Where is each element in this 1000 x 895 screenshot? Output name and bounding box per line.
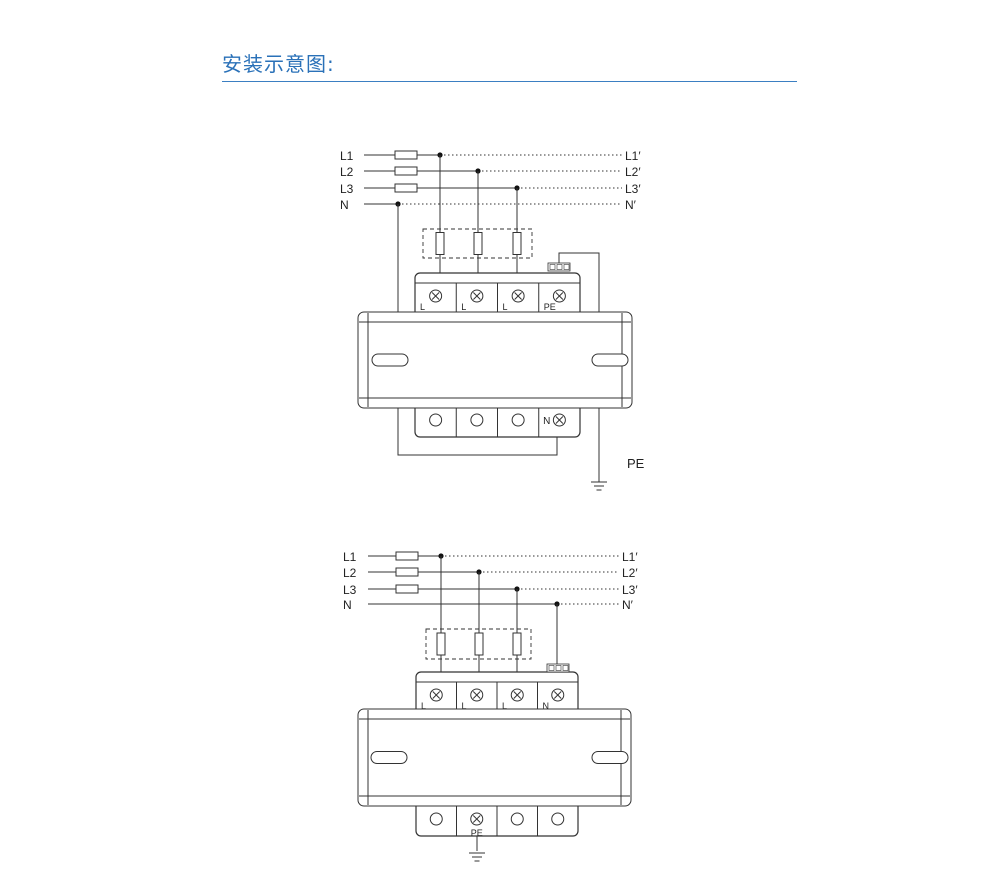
- line-label-in: L3: [340, 182, 354, 196]
- ground-icon: [591, 481, 607, 491]
- line-label-out: L3′: [625, 182, 641, 196]
- terminal-open-icon: [551, 812, 565, 826]
- fuse-symbol: [512, 232, 522, 255]
- line-label-in: N: [340, 198, 349, 212]
- terminal-label-top: L: [503, 302, 508, 312]
- line-label-in: N: [343, 598, 352, 612]
- terminal-label-top: PE: [544, 302, 556, 312]
- page-title: 安装示意图:: [222, 52, 335, 76]
- terminal-screw-icon: [429, 289, 443, 303]
- terminal-open-icon: [429, 812, 443, 826]
- terminal-screw-icon: [510, 688, 524, 702]
- terminal-open-icon: [429, 413, 443, 427]
- fuse-symbol: [394, 166, 418, 176]
- line-label-in: L1: [343, 550, 357, 564]
- line-label-out: L1′: [622, 550, 638, 564]
- connector-block-icon: [547, 262, 571, 272]
- line-label-out: L3′: [622, 583, 638, 597]
- terminal-label-top: N: [543, 701, 550, 711]
- ground-icon: [469, 852, 485, 862]
- terminal-screw-icon: [470, 289, 484, 303]
- terminal-label-top: L: [502, 701, 507, 711]
- fuse-symbol: [474, 632, 484, 656]
- line-label-in: L2: [340, 165, 354, 179]
- terminal-screw-icon: [551, 688, 565, 702]
- terminal-screw-icon: [429, 688, 443, 702]
- fuse-symbol: [436, 632, 446, 656]
- diagram-tt: L1L1′L2L2′L3L3′NN′LTechwinLTechwinPELTec…: [343, 550, 638, 862]
- connector-block-icon: [546, 663, 570, 673]
- line-label-out: L2′: [622, 566, 638, 580]
- din-rail: [357, 708, 632, 807]
- din-rail: [357, 311, 633, 409]
- line-label-out: N′: [625, 198, 637, 212]
- line-label-in: L2: [343, 566, 357, 580]
- terminal-label-top: L: [461, 302, 466, 312]
- line-label-out: L2′: [625, 165, 641, 179]
- fuse-symbol: [435, 232, 445, 255]
- terminal-label-top: L: [421, 701, 426, 711]
- fuse-symbol: [394, 150, 418, 160]
- fuse-symbol: [395, 584, 419, 594]
- terminal-screw-icon: [511, 289, 525, 303]
- terminal-label-bottom: PE: [471, 828, 483, 838]
- line-label-in: L3: [343, 583, 357, 597]
- fuse-symbol: [395, 551, 419, 561]
- title-divider: [222, 81, 797, 82]
- terminal-screw-icon: [470, 688, 484, 702]
- terminal-label-top: L: [420, 302, 425, 312]
- fuse-symbol: [512, 632, 522, 656]
- terminal-screw-icon: [552, 413, 566, 427]
- line-label-in: L1: [340, 149, 354, 163]
- terminal-open-icon: [470, 413, 484, 427]
- terminal-label-bottom: N: [543, 416, 550, 427]
- line-label-out: N′: [622, 598, 634, 612]
- line-label-out: L1′: [625, 149, 641, 163]
- fuse-symbol: [395, 567, 419, 577]
- ground-label: PE: [627, 456, 645, 471]
- terminal-open-icon: [511, 413, 525, 427]
- terminal-screw-icon: [470, 812, 484, 826]
- fuse-symbol: [394, 183, 418, 193]
- terminal-screw-icon: [552, 289, 566, 303]
- terminal-open-icon: [510, 812, 524, 826]
- terminal-label-top: L: [462, 701, 467, 711]
- fuse-symbol: [473, 232, 483, 255]
